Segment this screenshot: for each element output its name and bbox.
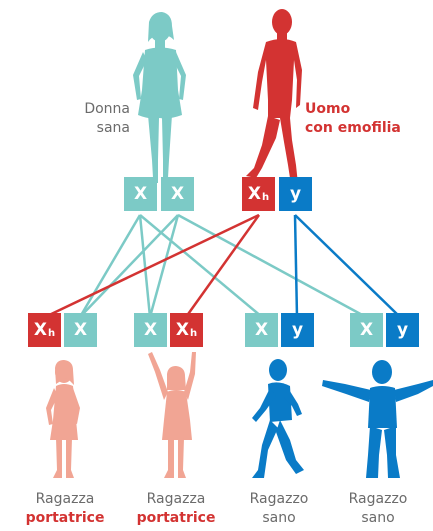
line-father-y-to-boy1 xyxy=(293,214,299,318)
girl1-chromosome-x: X xyxy=(64,313,97,347)
child4-label-line1: Ragazzo xyxy=(348,491,408,507)
girl1-c1-sub: h xyxy=(47,327,56,339)
line-mother-x1-to-girl1 xyxy=(78,214,142,318)
mother-chromosome-x1: X xyxy=(124,177,157,211)
line-father-xh-to-girl1 xyxy=(44,213,260,319)
father-chromosome-y-label: y xyxy=(289,184,302,204)
boy2-c1-label: X xyxy=(359,320,374,340)
mother-chromosome-x2-label: X xyxy=(170,184,185,204)
boy2-chromosome-x: X xyxy=(350,313,383,347)
child3-label-line2: sano xyxy=(262,510,296,526)
girl1-c1-label: X xyxy=(33,320,47,340)
girl2-c1-label: X xyxy=(143,320,158,340)
mother-label-line2: sana xyxy=(96,120,130,136)
girl2-chromosome-x: X xyxy=(134,313,167,347)
child4-label-line2: sano xyxy=(361,510,395,526)
girl-silhouette-icon xyxy=(46,360,80,478)
girl1-c2-label: X xyxy=(73,320,88,340)
father-label: Uomo con emofilia xyxy=(305,100,425,138)
boy-running-silhouette-icon xyxy=(252,359,304,478)
line-mother-x2-to-girl2 xyxy=(148,214,180,318)
boy-arms-out-silhouette-icon xyxy=(322,360,433,478)
boy2-c2-label: y xyxy=(396,320,409,340)
child1-label-line1: Ragazza xyxy=(35,491,95,507)
line-mother-x2-to-boy2 xyxy=(177,213,367,319)
child2-label-line2: portatrice xyxy=(136,510,216,526)
mother-label-line1: Donna xyxy=(84,101,130,117)
boy1-c1-label: X xyxy=(254,320,269,340)
child2-label-line1: Ragazza xyxy=(146,491,206,507)
child4-label: Ragazzo sano xyxy=(323,490,433,528)
mother-chromosome-x2: X xyxy=(161,177,194,211)
line-mother-x2-to-girl1 xyxy=(79,214,179,318)
father-chromosome-y: y xyxy=(279,177,312,211)
father-chromosome-xh-sub: h xyxy=(261,191,270,203)
child1-label: Ragazza portatrice xyxy=(10,490,120,528)
boy1-chromosome-x: X xyxy=(245,313,278,347)
girl2-c2-sub: h xyxy=(189,327,198,339)
mother-label: Donna sana xyxy=(40,100,130,138)
girl2-c2-label: X xyxy=(175,320,189,340)
line-father-xh-to-girl2 xyxy=(184,214,261,318)
line-mother-x1-to-girl2 xyxy=(138,214,152,318)
child1-label-line2: portatrice xyxy=(25,510,105,526)
child3-label: Ragazzo sano xyxy=(224,490,334,528)
child2-label: Ragazza portatrice xyxy=(121,490,231,528)
child3-label-line1: Ragazzo xyxy=(249,491,309,507)
line-father-y-to-boy2 xyxy=(294,214,401,318)
father-chromosome-xh-label: X xyxy=(247,184,261,204)
boy1-c2-label: y xyxy=(291,320,304,340)
father-label-line2: con emofilia xyxy=(305,120,401,136)
girl-arms-up-silhouette-icon xyxy=(148,352,196,478)
mother-chromosome-x1-label: X xyxy=(133,184,148,204)
father-label-line1: Uomo xyxy=(305,101,351,117)
boy1-chromosome-y: y xyxy=(281,313,314,347)
boy2-chromosome-y: y xyxy=(386,313,419,347)
